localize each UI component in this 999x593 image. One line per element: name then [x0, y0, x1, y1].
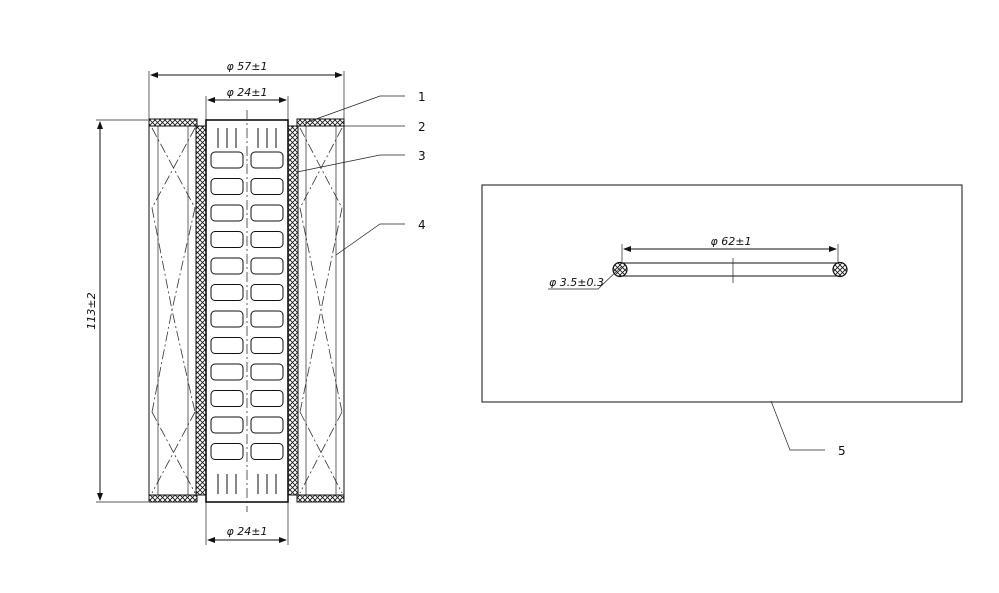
o-ring-section-right: [832, 261, 848, 278]
core-window: [250, 390, 284, 407]
gasket-view: φ 62±1 φ 3.5±0.3 5: [481, 184, 963, 458]
height-label: 113±2: [85, 292, 98, 329]
bottom-end-cap-left: [148, 494, 198, 503]
core-window: [210, 416, 244, 434]
core-window: [210, 390, 244, 407]
inner-diameter-top-dimension: φ 24±1: [205, 86, 289, 120]
gasket-diameter-label: φ 62±1: [711, 235, 752, 248]
callout-4-label: 4: [418, 218, 426, 232]
top-end-cap-right: [296, 118, 345, 127]
callout-1: 1: [304, 90, 426, 124]
callout-3: 3: [296, 149, 426, 173]
outer-diameter-dimension: φ 57±1: [148, 60, 345, 120]
core-window-rows: [210, 151, 284, 460]
o-ring: [612, 258, 848, 283]
core-window: [210, 151, 244, 169]
height-dimension: 113±2: [85, 119, 148, 503]
pleat-media-right: [299, 126, 343, 495]
pleat-media-left: [151, 126, 196, 495]
inner-diameter-bottom-dimension: φ 24±1: [205, 502, 289, 545]
core-seal-right: [287, 125, 299, 496]
core-window: [250, 178, 284, 195]
bottom-end-cap-right: [296, 494, 345, 503]
core-window: [250, 443, 284, 460]
core-top-slots: [217, 128, 277, 148]
core-window: [210, 443, 244, 460]
core-window: [250, 204, 284, 222]
core-window: [250, 416, 284, 434]
core-window: [250, 310, 284, 328]
filter-element-view: φ 57±1 φ 24±1 113±2 φ 24±1: [85, 60, 426, 545]
callout-2-label: 2: [418, 120, 426, 134]
gasket-cord-dimension: φ 3.5±0.3: [548, 265, 623, 290]
callout-4: 4: [335, 218, 426, 256]
core-bottom-slots: [217, 474, 277, 494]
core-window: [250, 337, 284, 354]
top-end-cap-left: [148, 118, 198, 127]
o-ring-section-left: [612, 261, 628, 278]
inner-diameter-bottom-label: φ 24±1: [227, 525, 268, 538]
core-window: [210, 310, 244, 328]
gasket-cord-label: φ 3.5±0.3: [549, 276, 604, 289]
callout-1-label: 1: [418, 90, 426, 104]
outer-diameter-label: φ 57±1: [227, 60, 268, 73]
callout-5-label: 5: [838, 444, 846, 458]
core-window: [250, 363, 284, 381]
core-window: [250, 231, 284, 248]
core-window: [210, 257, 244, 275]
core-window: [250, 284, 284, 301]
callout-3-label: 3: [418, 149, 426, 163]
core-window: [210, 363, 244, 381]
core-window: [210, 231, 244, 248]
core-window: [210, 178, 244, 195]
core-window: [210, 204, 244, 222]
core-window: [210, 284, 244, 301]
callout-2: 2: [344, 120, 426, 134]
gasket-diameter-dimension: φ 62±1: [621, 235, 839, 262]
callout-5: 5: [770, 400, 846, 458]
core-window: [250, 257, 284, 275]
core-window: [210, 337, 244, 354]
core-seal-left: [195, 125, 207, 496]
core-window: [250, 151, 284, 169]
gasket-bag-outline: [481, 184, 963, 403]
inner-diameter-top-label: φ 24±1: [227, 86, 268, 99]
